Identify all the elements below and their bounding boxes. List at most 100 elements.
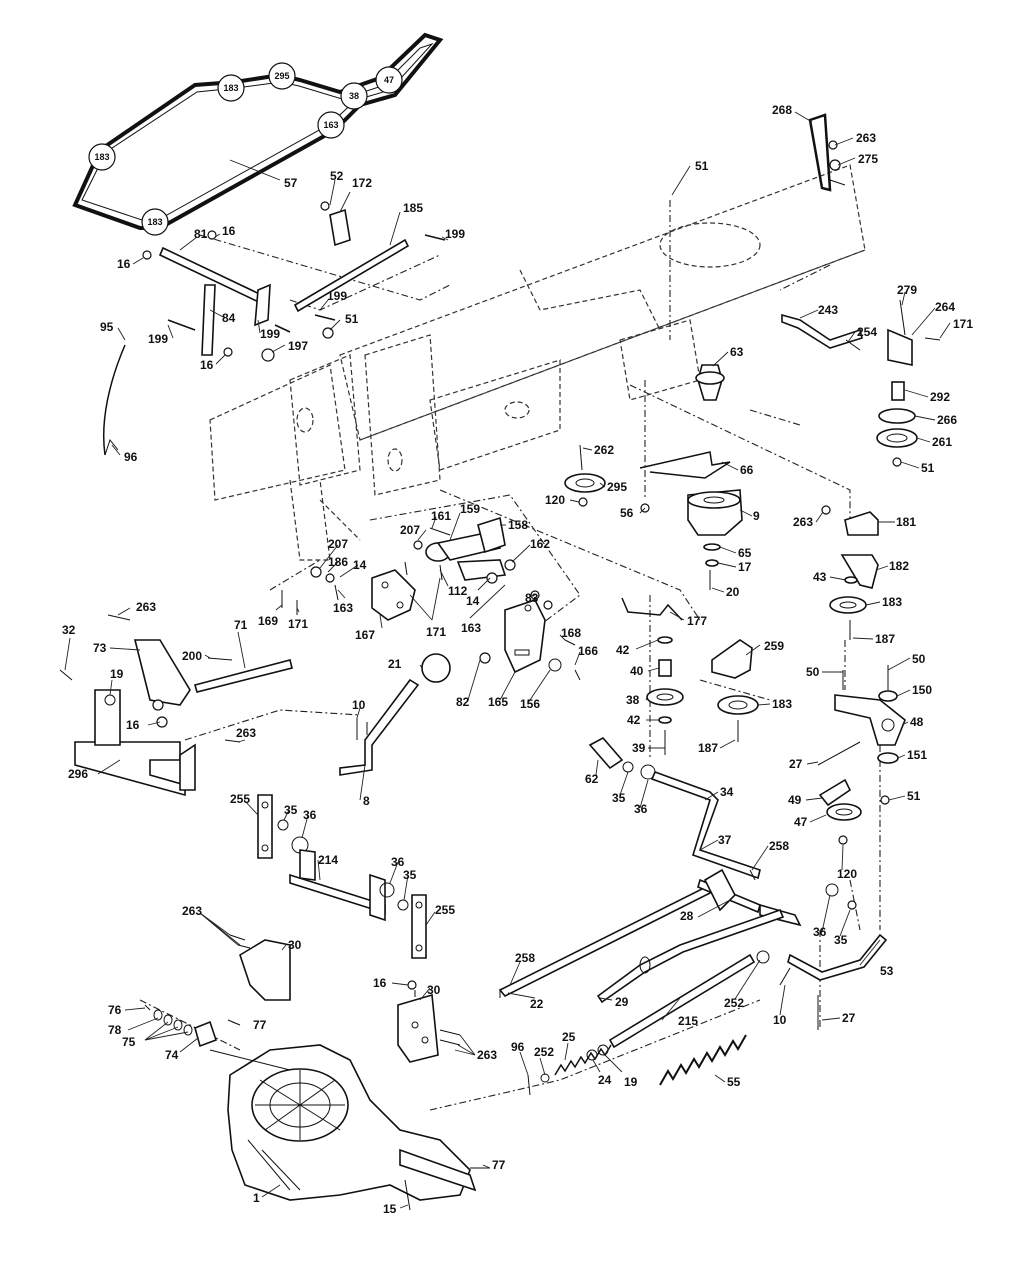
callout-label: 28 [680, 909, 694, 923]
callout-label: 261 [932, 435, 952, 449]
callout-label: 163 [461, 621, 481, 635]
bracket-49 [818, 778, 852, 807]
callout-label: 1 [253, 1191, 260, 1205]
belt-label: 183 [94, 152, 109, 162]
callout-label: 183 [772, 697, 792, 711]
callout-label: 120 [837, 867, 857, 881]
callout-label: 25 [562, 1030, 576, 1044]
belt-pulley-labels: 183 295 47 38 163 183 183 [94, 71, 394, 227]
callout-label: 14 [466, 594, 480, 608]
callout-label: 32 [62, 623, 76, 637]
callout-label: 255 [435, 903, 455, 917]
belt-label: 47 [384, 75, 394, 85]
callout-label: 21 [388, 657, 402, 671]
callout-label: 30 [288, 938, 302, 952]
callout-label: 10 [352, 698, 366, 712]
main-frame [209, 164, 866, 561]
rod-53 [787, 933, 888, 981]
callout-label: 83 [525, 591, 539, 605]
callout-label: 199 [260, 327, 280, 341]
callout-label: 14 [353, 558, 367, 572]
callout-label: 15 [383, 1202, 397, 1216]
callout-label: 172 [352, 176, 372, 190]
rod-29 [596, 908, 785, 1004]
callout-label: 197 [288, 339, 308, 353]
callout-label: 42 [616, 643, 630, 657]
callout-label: 77 [492, 1158, 506, 1172]
callout-label: 161 [431, 509, 451, 523]
bracket-264 [887, 328, 913, 366]
callout-label: 214 [318, 853, 338, 867]
callout-label: 55 [727, 1075, 741, 1089]
callout-label: 51 [695, 159, 709, 173]
bracket-158 [477, 516, 506, 554]
callout-label: 275 [858, 152, 878, 166]
callout-label: 96 [511, 1040, 525, 1054]
callout-label: 35 [403, 868, 417, 882]
spring-25 [554, 1044, 612, 1076]
callout-label: 77 [253, 1018, 267, 1032]
callout-label: 268 [772, 103, 792, 117]
callout-label: 57 [284, 176, 298, 190]
pulley-38-lower [646, 688, 684, 706]
pulley-295 [564, 473, 606, 493]
callout-label: 296 [68, 767, 88, 781]
rod-185 [293, 238, 410, 313]
callout-label: 16 [200, 358, 214, 372]
callout-label: 51 [921, 461, 935, 475]
callout-label: 8 [363, 794, 370, 808]
bracket-30-left [239, 939, 291, 1001]
belt-pulley-marker [375, 66, 403, 94]
callout-label: 22 [530, 997, 544, 1011]
sleeve-62 [588, 736, 624, 770]
callout-label: 29 [615, 995, 629, 1009]
callout-label: 16 [126, 718, 140, 732]
callout-label: 50 [912, 652, 926, 666]
callout-label: 63 [730, 345, 744, 359]
callout-label: 163 [333, 601, 353, 615]
callout-label: 36 [391, 855, 405, 869]
link-255-left [257, 794, 273, 859]
bracket-48 [834, 694, 906, 746]
pulley-183-right [829, 596, 867, 614]
callout-label: 16 [117, 257, 131, 271]
callout-label: 66 [740, 463, 754, 477]
callout-label: 162 [530, 537, 550, 551]
callout-label: 36 [813, 925, 827, 939]
bracket-19 [94, 689, 121, 746]
parts [59, 113, 941, 1211]
rod-215 [608, 953, 756, 1049]
belt-label: 295 [274, 71, 289, 81]
rod-243 [781, 313, 863, 349]
callout-label: 167 [355, 628, 375, 642]
bracket-259 [711, 639, 753, 679]
callout-label: 16 [373, 976, 387, 990]
callout-label: 158 [508, 518, 528, 532]
leader-lines [64, 111, 951, 1209]
callout-label: 74 [165, 1048, 179, 1062]
bracket-172 [329, 208, 351, 247]
bracket-30-center [397, 993, 439, 1063]
callout-label: 71 [234, 618, 248, 632]
link-255-right [411, 894, 427, 959]
bracket-167 [371, 569, 416, 621]
arm-84 [254, 283, 271, 327]
callout-label: 166 [578, 644, 598, 658]
callout-label: 187 [875, 632, 895, 646]
callout-label: 96 [124, 450, 138, 464]
callout-label: 207 [400, 523, 420, 537]
belt-label: 163 [323, 120, 338, 130]
callout-label: 156 [520, 697, 540, 711]
callout-label: 254 [857, 325, 877, 339]
rod-177 [621, 597, 683, 621]
callout-label: 263 [856, 131, 876, 145]
bracket-73 [133, 639, 191, 706]
belt-pulley-marker [141, 208, 169, 236]
callout-label: 38 [626, 693, 640, 707]
callout-label: 34 [720, 785, 734, 799]
callout-label: 51 [907, 789, 921, 803]
callout-label: 35 [284, 803, 298, 817]
callout-label: 112 [448, 584, 468, 598]
callout-label: 279 [897, 283, 917, 297]
